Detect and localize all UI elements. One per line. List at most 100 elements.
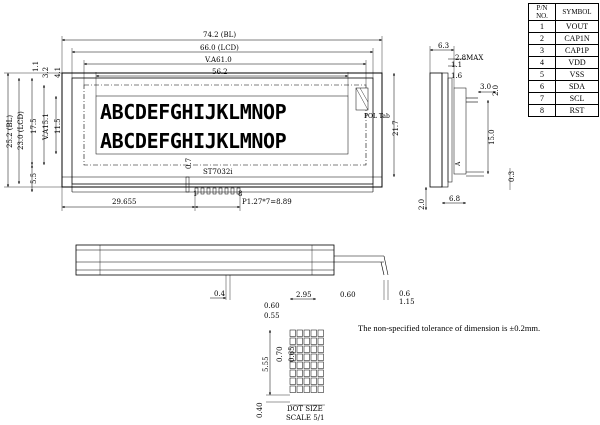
dim-2-0-top: 2.0: [492, 85, 500, 96]
pixel-dot: [303, 345, 310, 353]
pixel-dot: [317, 337, 324, 345]
pixel-dot: [289, 361, 296, 369]
dim-0-65: 0.65: [288, 346, 296, 362]
pixel-dot: [310, 385, 317, 393]
lcd-glass-outline: [71, 77, 374, 185]
pin-first-label: 1: [193, 190, 197, 198]
dim-0-60-b: 0.60: [340, 291, 356, 299]
pin-symbol: VSS: [555, 68, 599, 81]
dim-0-6: 0.6: [399, 290, 411, 298]
pin-number: 5: [528, 68, 556, 81]
backlight-outline: [61, 72, 383, 188]
pin-number: 6: [528, 80, 556, 93]
pixel-dot: [296, 385, 303, 393]
pixel-dot: [310, 329, 317, 337]
pixel-dot: [317, 385, 324, 393]
dot-size-title: DOT SIZE: [287, 405, 323, 413]
dim-bl-width: 74.2 (BL): [203, 31, 236, 39]
pixel-dot: [310, 337, 317, 345]
dim-aa-height: 11.5: [54, 118, 62, 134]
dim-0-60-a: 0.60: [264, 302, 280, 310]
dim-1-1: 1.1: [32, 61, 40, 72]
pin-symbol: RST: [555, 104, 599, 117]
dim-2-95: 2.95: [296, 291, 312, 299]
pixel-dot: [289, 369, 296, 377]
pixel-dot: [317, 345, 324, 353]
pixel-dot: [296, 353, 303, 361]
pixel-dot: [296, 369, 303, 377]
pin-symbol: VOUT: [555, 20, 599, 33]
dim-1-15: 1.15: [399, 298, 415, 306]
dim-bl-height: 25.2 (BL): [6, 115, 14, 148]
pixel-dot: [317, 329, 324, 337]
pin-number: 8: [528, 104, 556, 117]
pixel-dot: [317, 361, 324, 369]
dim-0-3: 0.3: [508, 171, 516, 182]
dim-6-3: 6.3: [438, 42, 449, 50]
pixel-dot: [296, 377, 303, 385]
pin-number: 4: [528, 56, 556, 69]
dim-6-8: 6.8: [449, 195, 460, 203]
front-pins: [185, 176, 241, 195]
side-dim-1-1: 1.1: [451, 61, 462, 69]
pin-symbol: SCL: [555, 92, 599, 105]
active-area: [95, 95, 349, 155]
dim-aa-width: 56.2: [212, 68, 228, 76]
pin-no-header: P/N NO.: [528, 3, 556, 21]
pin-number: 7: [528, 92, 556, 105]
pixel-dot: [310, 369, 317, 377]
side-dim-2-0: 2.0: [418, 199, 426, 210]
pixel-dot: [303, 385, 310, 393]
dim-15-0: 15.0: [488, 129, 496, 145]
dim-21-7: 21.7: [392, 120, 400, 136]
pixel-dot: [296, 345, 303, 353]
pin-number: 1: [528, 20, 556, 33]
dim-17-5: 17.5: [30, 118, 38, 134]
dim-0-7: 0.7: [185, 158, 193, 169]
pixel-dot: [310, 377, 317, 385]
pixel-dot: [296, 361, 303, 369]
dim-5-55: 5.55: [262, 356, 270, 372]
dot-detail: 2.95 0.60 0.60 0.55 5.55 0.70 0.65 0.40 …: [256, 291, 356, 422]
pixel-dot: [296, 329, 303, 337]
dim-0-40: 0.40: [256, 402, 264, 418]
pixel-dot: [310, 361, 317, 369]
pixel-dot: [289, 353, 296, 361]
dim-29-655: 29.655: [112, 198, 137, 206]
lcd-line-1: ABCDEFGHIJKLMNOP: [100, 100, 287, 124]
pin-last-label: 8: [238, 190, 242, 198]
dim-va-width: V.A61.0: [204, 56, 232, 64]
pixel-dot: [303, 377, 310, 385]
front-view: POL Tab ABCDEFGHIJKLMNOP ABCDEFGHIJKLMNO…: [4, 31, 400, 211]
pixel-dot: [289, 329, 296, 337]
dim-lcd-width: 66.0 (LCD): [200, 44, 239, 52]
pin-symbol: VDD: [555, 56, 599, 69]
dim-lcd-height: 23.0 (LCD): [17, 111, 25, 150]
dim-4-1: 4.1: [54, 67, 62, 78]
side-view: A 6.3 2.8MAX 1.1 1.6 3.0 2.0 15.0 0.3 2.…: [418, 42, 516, 210]
viewing-area: [83, 84, 367, 166]
pixel-dot: [303, 329, 310, 337]
dot-grid: [289, 329, 324, 393]
pin-symbol: SDA: [555, 80, 599, 93]
pixel-dot: [303, 361, 310, 369]
pin-symbol-header: SYMBOL: [555, 3, 599, 21]
dim-va-height: V.A15.1: [42, 113, 50, 141]
pixel-dot: [303, 369, 310, 377]
dim-0-55: 0.55: [264, 312, 280, 320]
pixel-dot: [310, 353, 317, 361]
pixel-dot: [289, 385, 296, 393]
pixel-dot: [289, 377, 296, 385]
pixel-dot: [289, 345, 296, 353]
dim-0-70: 0.70: [276, 346, 284, 362]
dim-5-5: 5.5: [30, 173, 38, 184]
dim-1-6: 1.6: [451, 72, 463, 80]
